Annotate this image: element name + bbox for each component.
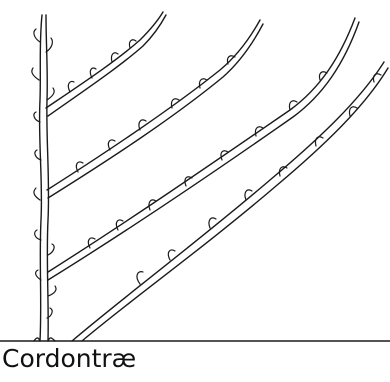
trunk-spurs [32,29,56,318]
vertical-trunk [34,15,55,341]
cordon-arm-1 [46,12,166,116]
cordon-arm-3 [48,18,359,280]
cordon-arm-4 [72,62,388,341]
cordon-arm-2 [47,20,263,198]
figure-caption: Cordontræ [2,346,136,371]
